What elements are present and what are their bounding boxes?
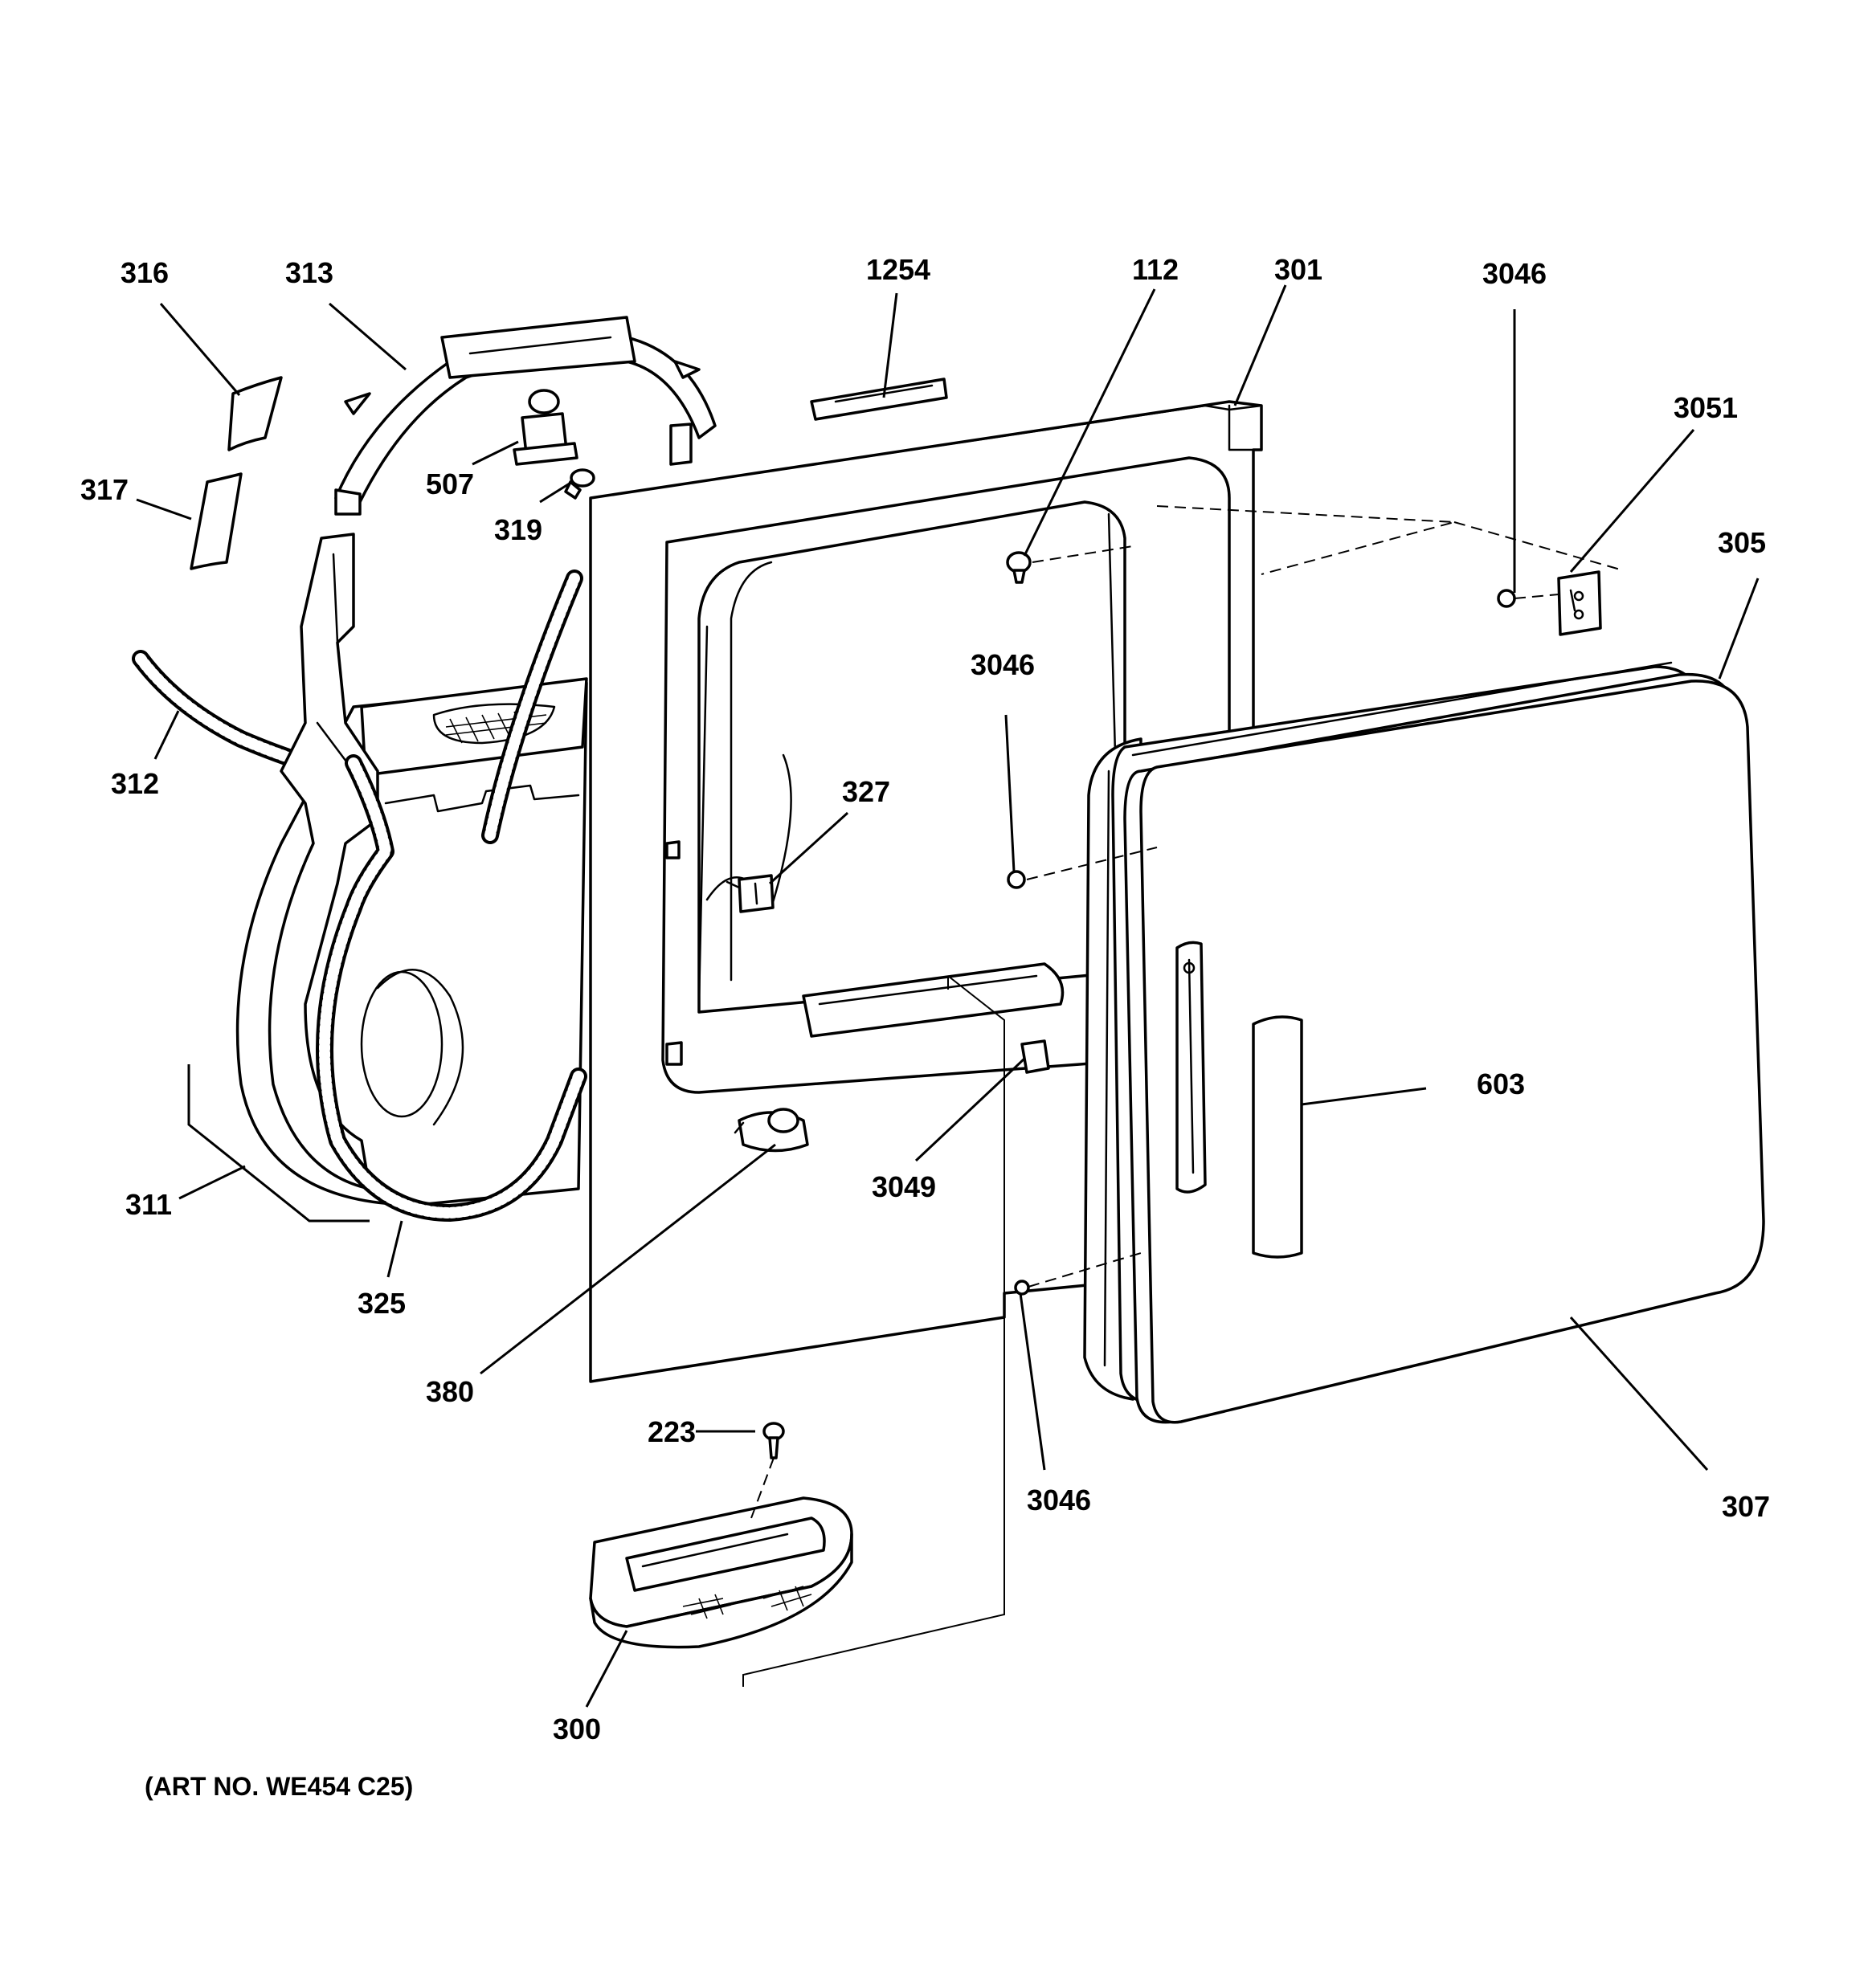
callout-317: 317 <box>80 473 129 506</box>
callout-223: 223 <box>648 1415 696 1448</box>
catch-3049 <box>1020 1039 1050 1074</box>
strike-327 <box>726 874 775 913</box>
screw-319 <box>564 468 595 500</box>
callout-313: 313 <box>285 256 333 289</box>
alignment-lines <box>742 505 1624 1687</box>
door-outer-305 <box>1139 680 1765 1424</box>
switch-380 <box>734 1108 809 1153</box>
callout-311: 311 <box>125 1188 172 1221</box>
vent-grille <box>445 711 547 744</box>
callout-305: 305 <box>1718 526 1766 559</box>
pad-316 <box>227 376 283 451</box>
callout-300: 300 <box>553 1712 601 1745</box>
callout-3051: 3051 <box>1674 391 1738 424</box>
callout-3046-mid: 3046 <box>971 648 1035 681</box>
lint-filter-300 <box>589 1496 853 1649</box>
bracket-311 <box>187 1064 370 1223</box>
leader-lines <box>136 284 1760 1708</box>
bracket-313 <box>334 316 717 516</box>
callout-1254: 1254 <box>866 253 930 286</box>
door-handle-left <box>1175 941 1207 1194</box>
screw-3046-hinge <box>1497 589 1516 608</box>
callout-325: 325 <box>358 1287 406 1320</box>
callout-319: 319 <box>494 513 542 546</box>
screw-223 <box>762 1422 785 1459</box>
callout-labels: 316 313 317 507 319 312 311 325 1254 112… <box>80 253 1770 1745</box>
callout-327: 327 <box>842 775 890 808</box>
callout-301: 301 <box>1274 253 1322 286</box>
art-number: (ART NO. WE454 C25) <box>145 1772 413 1801</box>
callout-603: 603 <box>1477 1067 1525 1100</box>
callout-507: 507 <box>426 467 474 500</box>
switch-507 <box>513 389 578 466</box>
pad-317 <box>190 472 243 570</box>
hinge-3051 <box>1557 570 1602 636</box>
callout-3046-bottom: 3046 <box>1027 1484 1091 1517</box>
gasket-325 <box>316 754 587 1222</box>
callout-3049: 3049 <box>872 1170 936 1203</box>
callout-3046-top: 3046 <box>1482 257 1547 290</box>
callout-312: 312 <box>111 767 159 800</box>
callout-112: 112 <box>1132 253 1179 286</box>
screw-3046-upper <box>1007 870 1026 889</box>
callout-316: 316 <box>121 256 169 289</box>
callout-307: 307 <box>1722 1490 1770 1523</box>
badge-1254 <box>810 378 948 421</box>
plug-112 <box>1006 551 1032 584</box>
label-603 <box>1252 1015 1303 1259</box>
screw-3046-lower <box>1014 1280 1030 1296</box>
callout-380: 380 <box>426 1375 474 1408</box>
